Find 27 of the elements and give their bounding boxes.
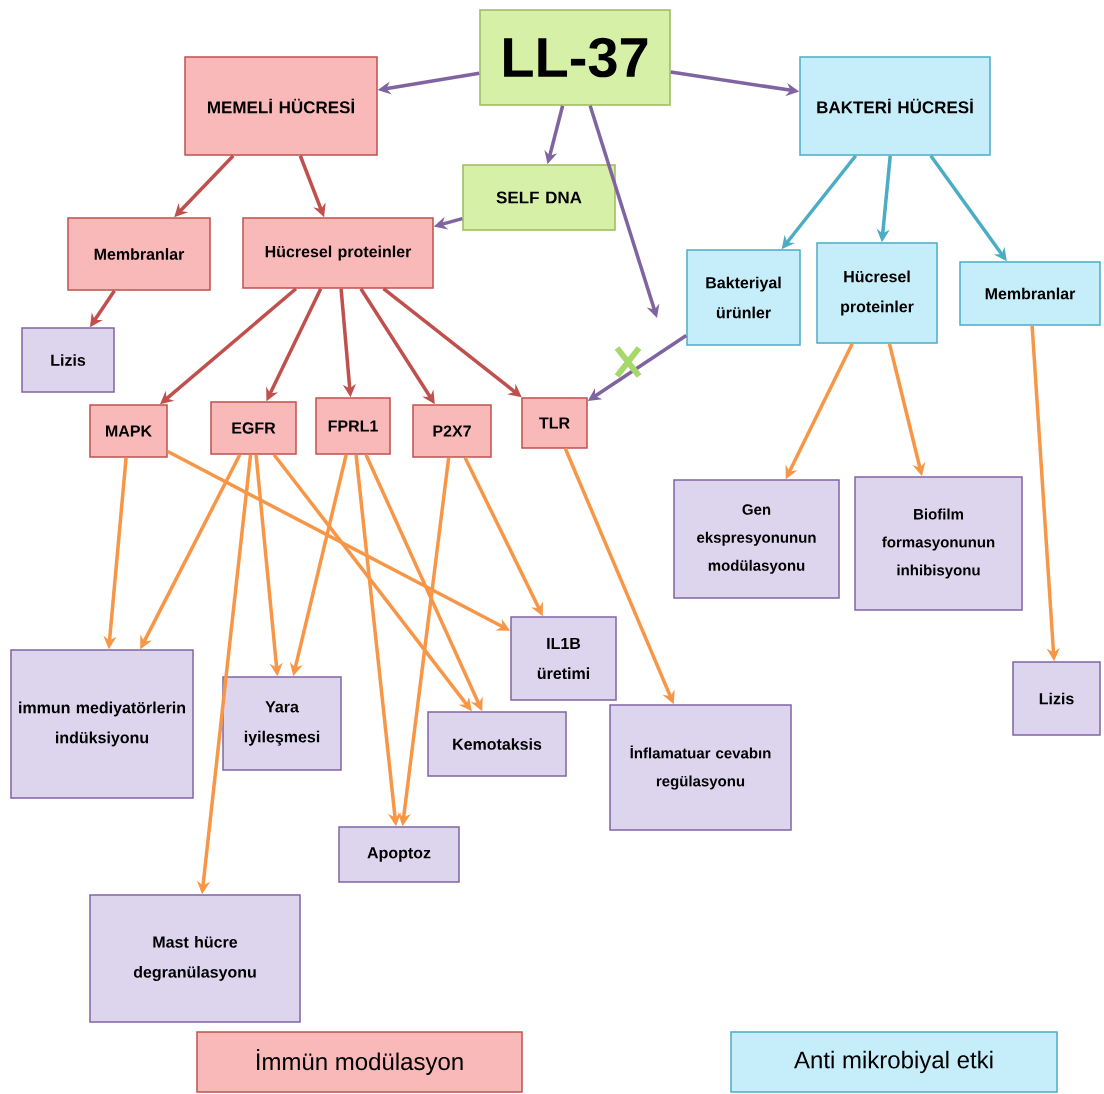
concept-box: TLR: [521, 397, 588, 449]
concept-box: Membranlar: [67, 217, 211, 291]
concept-box: MAPK: [89, 404, 168, 458]
concept-box: FPRL1: [315, 397, 391, 455]
outcome-box: Biofilm formasyonunun inhibisyonu: [854, 476, 1023, 611]
outcome-box: Apoptoz: [338, 826, 460, 883]
concept-box: BAKTERİ HÜCRESİ: [799, 56, 991, 156]
main-box: LL-37: [479, 9, 671, 106]
outcome-box: Lizis: [1012, 661, 1101, 736]
outcome-box: immun mediyatörlerin indüksiyonu: [10, 649, 194, 799]
concept-box: Hücresel proteinler: [242, 217, 434, 289]
legend-label: İmmün modülasyon: [257, 1049, 463, 1075]
outcome-box: Kemotaksis: [427, 711, 567, 777]
legend-label: Anti mikrobiyal etki: [794, 1050, 993, 1074]
outcome-box: Yara iyileşmesi: [222, 676, 342, 771]
outcome-box: IL1B üretimi: [510, 616, 617, 701]
outcome-box: Lizis: [21, 327, 115, 393]
concept-box: Membranlar: [959, 261, 1101, 326]
concept-box: SELF DNA: [462, 164, 616, 231]
concept-box: EGFR: [210, 401, 297, 455]
outcome-box: Gen ekspresyonunun modülasyonu: [673, 479, 840, 599]
concept-box: P2X7: [412, 404, 492, 458]
concept-box: Bakteriyal ürünler: [686, 249, 801, 346]
outcome-box: İnflamatuar cevabın regülasyonu: [609, 704, 792, 831]
concept-box: MEMELİ HÜCRESİ: [184, 56, 378, 156]
concept-box: Hücresel proteinler: [816, 242, 938, 344]
outcome-box: Mast hücre degranülasyonu: [89, 894, 301, 1023]
